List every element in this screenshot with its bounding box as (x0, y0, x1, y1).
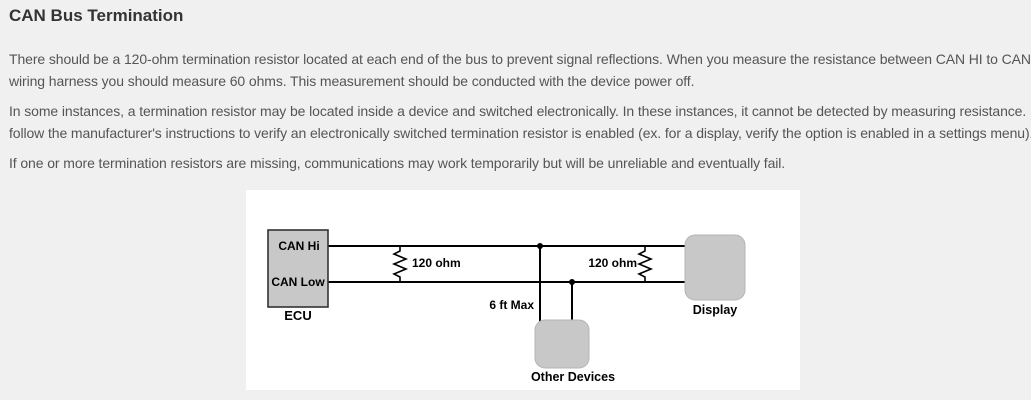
other-devices-box (534, 319, 590, 369)
other-devices-label: Other Devices (531, 370, 615, 384)
left-resistor-label: 120 ohm (412, 256, 461, 270)
junction-dot-can-low (569, 279, 575, 285)
right-resistor-symbol (636, 246, 654, 282)
can-bus-diagram: CAN Hi CAN Low ECU 120 ohm 120 ohm 6 ft … (267, 229, 746, 384)
can-hi-label: CAN Hi (278, 239, 319, 253)
paragraph-line: If one or more termination resistors are… (9, 155, 786, 171)
paragraph-termination-resistor: There should be a 120-ohm termination re… (9, 48, 1031, 92)
ecu-box (267, 229, 329, 308)
stub-length-label: 6 ft Max (489, 298, 534, 312)
display-label: Display (693, 303, 738, 317)
left-resistor-symbol (391, 246, 409, 282)
right-resistor-label: 120 ohm (588, 256, 637, 270)
can-bus-diagram-panel: CAN Hi CAN Low ECU 120 ohm 120 ohm 6 ft … (246, 190, 800, 390)
display-box (684, 234, 746, 301)
article: CAN Bus Termination There should be a 12… (9, 6, 1031, 390)
paragraph-missing-resistors: If one or more termination resistors are… (9, 152, 1031, 174)
paragraph-line: wiring harness you should measure 60 ohm… (9, 73, 695, 89)
ecu-label: ECU (284, 308, 311, 323)
can-low-label: CAN Low (271, 275, 325, 289)
paragraph-line: In some instances, a termination resisto… (9, 103, 1031, 119)
paragraph-electronic-termination: In some instances, a termination resisto… (9, 100, 1031, 144)
page-title: CAN Bus Termination (9, 6, 184, 25)
paragraph-line: follow the manufacturer's instructions t… (9, 125, 1031, 141)
paragraph-line: There should be a 120-ohm termination re… (9, 51, 1031, 67)
junction-dot-can-hi (537, 243, 543, 249)
